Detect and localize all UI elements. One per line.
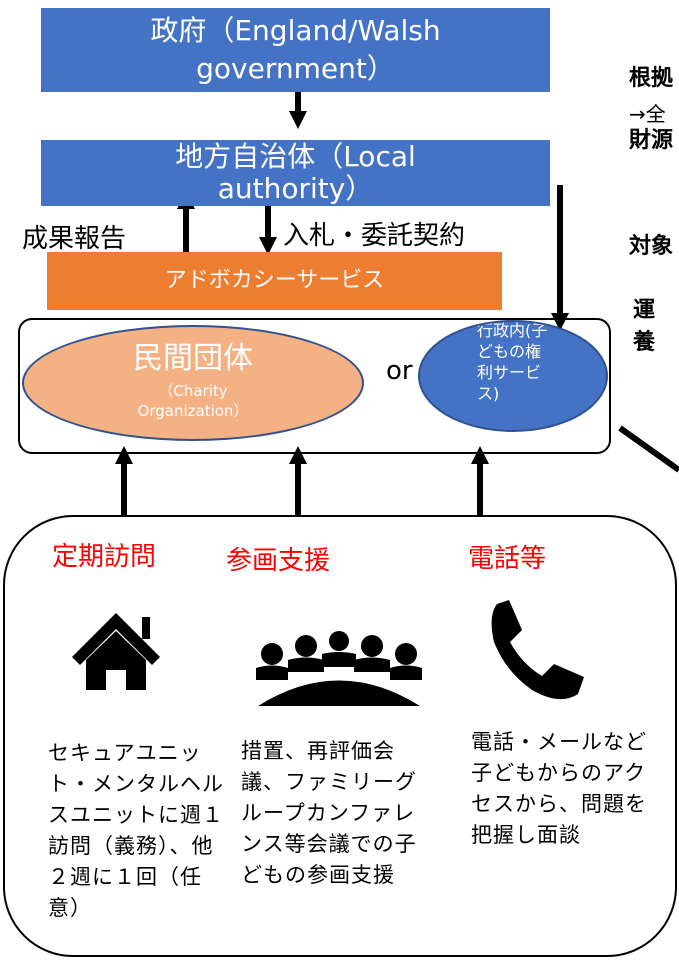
local-authority-label: 地方自治体（Local authority） <box>175 140 416 205</box>
right-text-6: 養 <box>633 330 656 355</box>
government-box: 政府（England/Walsh government） <box>41 8 550 92</box>
contract-label: 入札・委託契約 <box>283 221 466 251</box>
phone-description: 電話・メールなど子どもからのアクセスから、問題を把握し面談 <box>471 730 647 847</box>
local-authority-box: 地方自治体（Local authority） <box>41 140 550 206</box>
right-text-2: →全 <box>629 102 666 126</box>
visit-description: セキュアユニット・メンタルヘルスユニットに週１訪問（義務）、他２週に１回（任意） <box>48 741 224 920</box>
phone-title: 電話等 <box>468 544 547 574</box>
providers-container <box>18 318 611 454</box>
participation-title: 参画支援 <box>226 546 331 576</box>
visit-title: 定期訪問 <box>52 542 157 572</box>
private-org-title: 民間団体 <box>133 341 253 376</box>
or-label: or <box>386 356 413 386</box>
public-org-text: 行政内(子どもの権利サービス) <box>477 321 548 403</box>
right-text-5: 運 <box>633 298 656 323</box>
private-org-sub: （Charity Organization） <box>137 382 249 420</box>
government-label: 政府（England/Walsh government） <box>150 14 441 85</box>
private-org-ellipse: 民間団体 （Charity Organization） <box>22 325 364 441</box>
diagonal-connector <box>618 425 679 473</box>
services-panel <box>3 515 677 957</box>
advocacy-service-label: アドボカシーサービス <box>164 268 385 293</box>
right-text-4: 対象 <box>629 234 674 259</box>
right-text-1: 根拠 <box>629 66 674 91</box>
report-label: 成果報告 <box>22 224 127 254</box>
right-text-3: 財源 <box>629 128 674 153</box>
advocacy-service-box: アドボカシーサービス <box>47 252 502 310</box>
public-org-ellipse: 行政内(子どもの権利サービス) <box>418 320 608 432</box>
participation-description: 措置、再評価会議、ファミリーグループカンファレンス等会議での子どもの参画支援 <box>241 739 417 887</box>
